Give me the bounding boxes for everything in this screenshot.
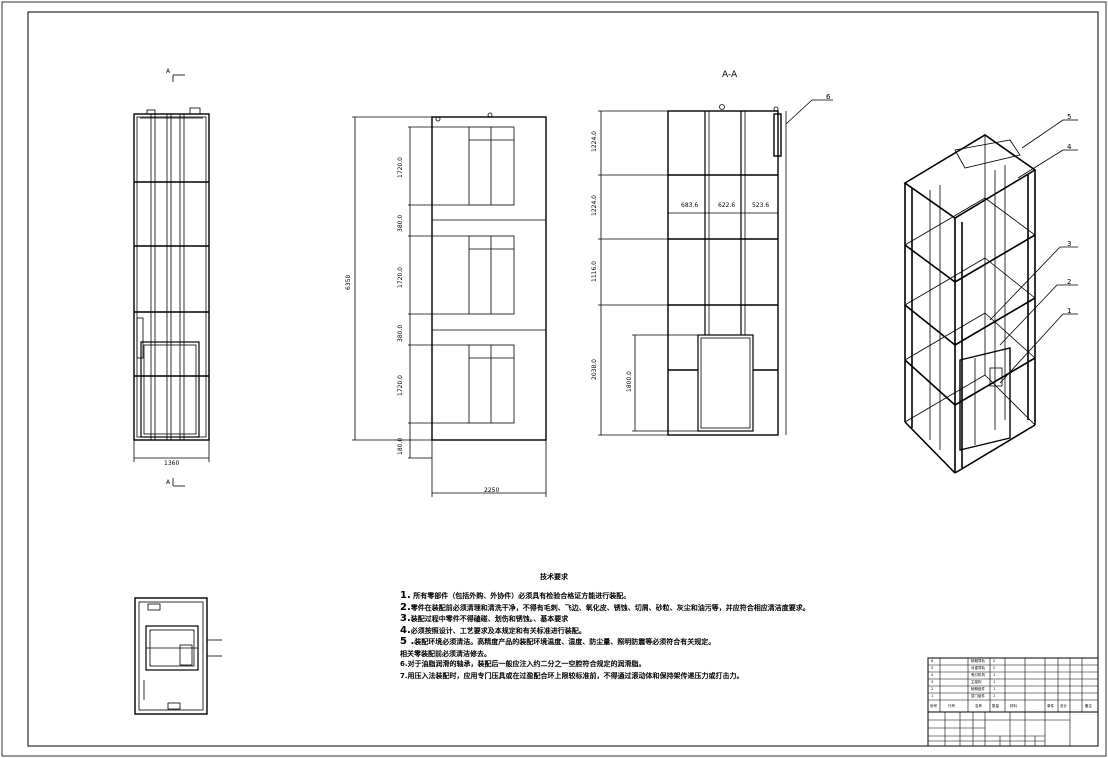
balloon-4: 4 <box>1067 143 1072 151</box>
tb-row-qty: 1 <box>993 680 996 684</box>
left-elevation-view <box>133 74 210 487</box>
tb-row-no: 6 <box>931 659 934 663</box>
section-dim-1: 1224.0 <box>591 131 598 152</box>
tb-row-qty: 2 <box>993 659 996 663</box>
section-hdim-3: 523.6 <box>752 202 770 209</box>
note-line: 3.装配过程中零件不得磕碰、划伤和锈蚀。、基本要求 <box>400 613 569 624</box>
section-hdim-1: 683.6 <box>681 202 699 209</box>
section-dim-3: 1116.0 <box>591 261 598 282</box>
tb-row-no: 2 <box>931 687 934 691</box>
tb-row-qty: 1 <box>993 694 996 698</box>
tb-row-name: 主架构 <box>971 680 982 684</box>
front-dim-2: 380.0 <box>397 214 404 232</box>
tb-row-name: 轿厢导轨 <box>971 659 985 663</box>
section-dim-4: 2038.0 <box>591 359 598 380</box>
tb-header-qty: 数量 <box>992 704 999 708</box>
front-width-dim: 2250 <box>484 487 500 494</box>
note-line: 7.用压入法装配时，应用专门压具或在过盈配合环上限较标准前，不得通过滚动体和保持… <box>400 671 744 680</box>
tb-row-qty: 1 <box>993 687 996 691</box>
tb-row-no: 1 <box>931 694 934 698</box>
balloon-6: 6 <box>826 93 831 101</box>
notes-title: 技术要求 <box>540 573 568 581</box>
tb-header-remark: 备注 <box>1085 704 1092 708</box>
tb-row-no: 3 <box>931 680 934 684</box>
section-mark-bottom: A <box>166 479 171 486</box>
tb-row-qty: 2 <box>993 666 996 670</box>
front-elevation-view <box>352 112 547 497</box>
balloon-3: 3 <box>1067 240 1072 248</box>
balloon-5: 5 <box>1067 113 1072 121</box>
section-dim-2: 1224.0 <box>591 195 598 216</box>
technical-notes: 1. 所有零部件（包括外购、外协件）必须具有检验合格证方能进行装配。 2.零件在… <box>400 590 920 682</box>
front-dim-1: 1720.0 <box>397 157 404 178</box>
title-block <box>927 657 1099 747</box>
tb-row-name: 曳引机构 <box>971 673 985 677</box>
inner-frame <box>27 11 1099 747</box>
tb-row-qty: 1 <box>993 673 996 677</box>
balloon-1: 1 <box>1067 307 1072 315</box>
tb-header-total: 总计 <box>1060 704 1067 708</box>
tb-row-name: 轿厢组件 <box>971 687 985 691</box>
section-mark-top: A <box>166 68 171 75</box>
tb-header-code: 代号 <box>948 704 955 708</box>
front-height-dim: 6350 <box>345 274 352 290</box>
tb-header-no: 序号 <box>930 704 937 708</box>
section-hdim-2: 622.6 <box>718 202 736 209</box>
note-line: 2.零件在装配前必须清理和清洗干净，不得有毛刺、飞边、氧化皮、锈蚀、切屑、砂粒、… <box>400 601 810 613</box>
tb-header-unit: 单件 <box>1047 704 1054 708</box>
section-a-a-view <box>598 99 833 436</box>
note-line: 1. 所有零部件（包括外购、外协件）必须具有检验合格证方能进行装配。 <box>400 590 631 601</box>
front-dim-3: 1720.0 <box>397 267 404 288</box>
isometric-view <box>903 119 1078 474</box>
tb-row-no: 4 <box>931 673 934 677</box>
balloon-2: 2 <box>1067 278 1072 286</box>
tb-row-name: 层门组件 <box>971 694 985 698</box>
tb-row-no: 5 <box>931 666 934 670</box>
tb-row-name: 对重导轨 <box>971 666 985 670</box>
note-line: 6.对于油脂润滑的轴承，装配后一般应注入约二分之一空腔符合规定的润滑脂。 <box>400 660 646 668</box>
front-dim-5: 1720.0 <box>397 375 404 396</box>
section-door-dim: 1800.0 <box>626 371 633 392</box>
section-title: A-A <box>722 70 738 80</box>
note-line: 4.必须按照设计、工艺要求及本规定和有关标准进行装配。 <box>400 624 586 636</box>
note-line: 5 .装配环境必须清洁。高精度产品的装配环境温度、湿度、防尘量、照明防震等必须符… <box>400 636 716 647</box>
tb-header-material: 材料 <box>1010 704 1017 708</box>
left-width-dim: 1360 <box>164 460 180 467</box>
tb-header-name: 名称 <box>975 704 982 708</box>
front-dim-6: 180.0 <box>397 437 404 455</box>
note-line: 相关零装配前必须清洁修去。 <box>400 649 491 658</box>
plan-view <box>134 597 222 715</box>
front-dim-4: 380.0 <box>397 324 404 342</box>
